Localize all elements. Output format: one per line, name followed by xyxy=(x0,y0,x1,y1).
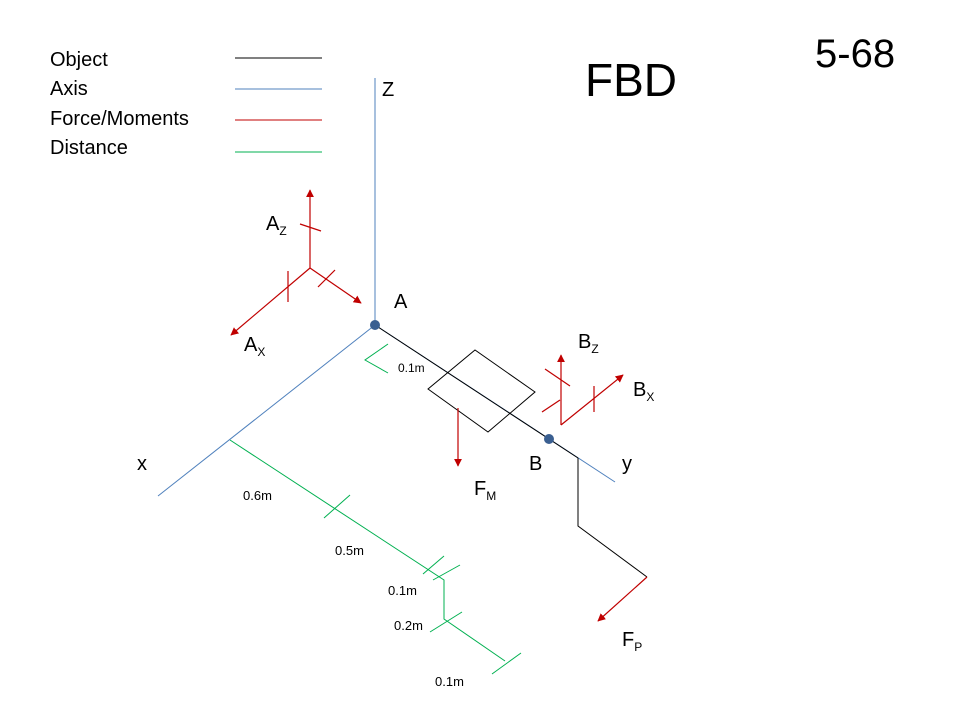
svg-text:BX: BX xyxy=(633,379,654,404)
distance-label-2: 0.5m xyxy=(335,543,364,558)
force-fp-label: FP xyxy=(622,629,642,654)
force-bz-main: B xyxy=(578,331,591,353)
distance-label-a-offset: 0.1m xyxy=(398,361,425,375)
legend-label-force: Force/Moments xyxy=(50,108,189,130)
force-ax-tick-2 xyxy=(317,269,336,288)
force-bx-sub: X xyxy=(646,390,654,404)
distance-tick-1 xyxy=(323,494,351,519)
force-fm-sub: M xyxy=(486,489,496,503)
force-bz-sub: Z xyxy=(591,342,598,356)
object xyxy=(374,324,648,578)
forces-at-a xyxy=(230,189,362,336)
distance-label-4: 0.2m xyxy=(394,618,423,633)
forces-at-b xyxy=(541,354,624,426)
distance-tick-2 xyxy=(422,555,445,575)
plate xyxy=(427,349,536,433)
svg-text:AX: AX xyxy=(244,334,265,359)
force-az-label: AZ xyxy=(266,213,287,238)
point-b-label: B xyxy=(529,453,542,475)
force-az-main: A xyxy=(266,213,280,235)
force-ax-label: AX xyxy=(244,334,265,359)
distance-lines xyxy=(229,343,522,675)
z-axis-label: Z xyxy=(382,79,394,101)
force-ax-sub: X xyxy=(257,345,265,359)
svg-text:FM: FM xyxy=(474,478,496,503)
force-fp-main: F xyxy=(622,629,634,651)
distance-label-3: 0.1m xyxy=(388,583,417,598)
force-ax-arrow xyxy=(230,267,311,336)
force-fp-arrow xyxy=(597,576,648,622)
legend-label-distance: Distance xyxy=(50,137,128,159)
distance-label-5: 0.1m xyxy=(435,674,464,689)
force-az-sub: Z xyxy=(279,224,286,238)
point-b-marker xyxy=(544,434,554,444)
problem-number: 5-68 xyxy=(815,32,895,76)
x-axis xyxy=(157,324,376,497)
shaft xyxy=(374,324,579,459)
y-axis-label: y xyxy=(622,453,632,475)
svg-text:AZ: AZ xyxy=(266,213,287,238)
force-fm-label: FM xyxy=(474,478,496,503)
distance-tick-4 xyxy=(429,611,463,633)
crank-handle xyxy=(577,458,648,578)
force-az-secondary-arrow xyxy=(309,267,362,304)
x-axis-label: x xyxy=(137,453,147,475)
force-bx-label: BX xyxy=(633,379,654,404)
legend-label-axis: Axis xyxy=(50,78,88,100)
force-fp-sub: P xyxy=(634,640,642,654)
force-bz-label: BZ xyxy=(578,331,599,356)
force-az-tick-1 xyxy=(299,223,322,232)
force-bx-arrow xyxy=(560,374,624,426)
legend-label-object: Object xyxy=(50,49,108,71)
distance-tick-3 xyxy=(432,564,461,581)
point-a-label: A xyxy=(394,291,408,313)
distance-chain-line xyxy=(229,439,506,662)
diagram-title: FBD xyxy=(585,54,677,106)
legend: Object Axis Force/Moments Distance xyxy=(50,49,322,159)
force-bx-main: B xyxy=(633,379,646,401)
svg-text:FP: FP xyxy=(622,629,642,654)
coordinate-axes xyxy=(157,78,616,497)
applied-forces xyxy=(454,408,648,622)
svg-text:BZ: BZ xyxy=(578,331,599,356)
distance-tick-5 xyxy=(491,652,522,675)
force-ax-main: A xyxy=(244,334,258,356)
force-fm-main: F xyxy=(474,478,486,500)
force-bx-tick-1 xyxy=(541,399,561,413)
distance-a-offset-line xyxy=(364,343,389,374)
force-bz-tick xyxy=(544,368,571,387)
distance-label-1: 0.6m xyxy=(243,488,272,503)
point-a-marker xyxy=(370,320,380,330)
